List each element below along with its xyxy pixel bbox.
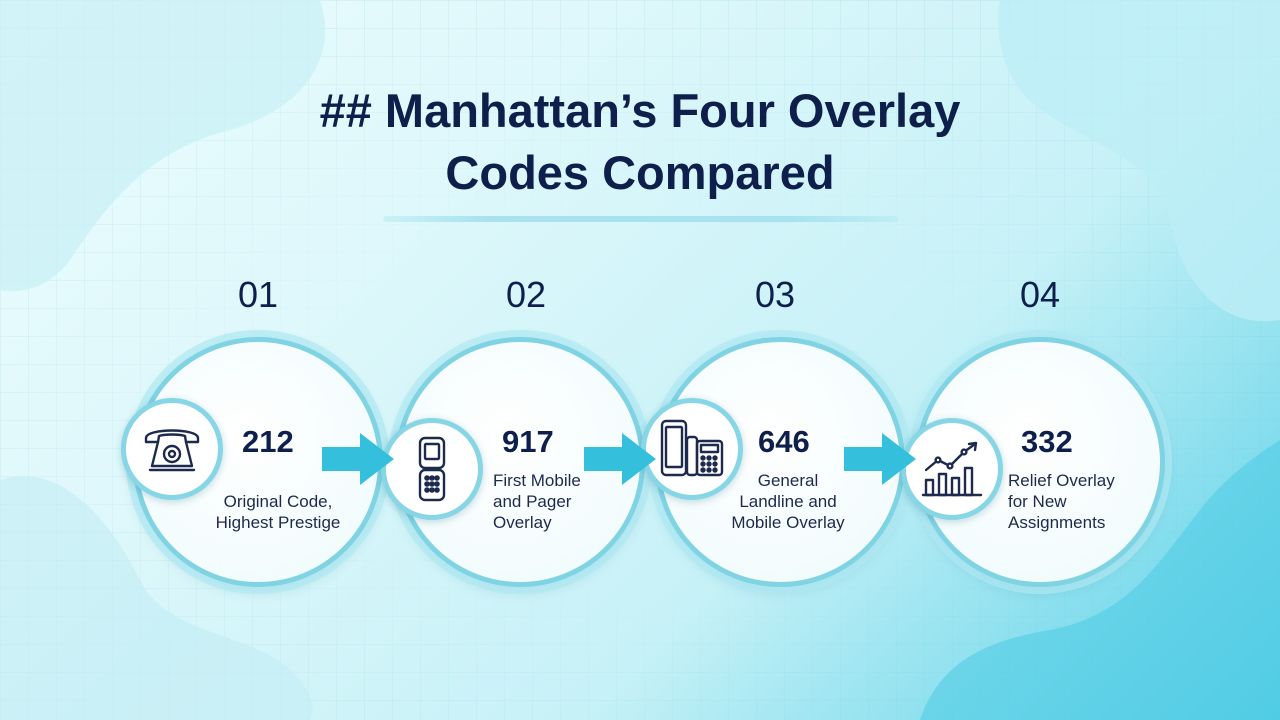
description-line: and Pager — [493, 492, 572, 511]
step-description-3: General Landline and Mobile Overlay — [718, 470, 858, 533]
step-badge-3 — [641, 398, 743, 500]
description-line: Highest Prestige — [215, 513, 341, 532]
step-badge-1 — [121, 398, 223, 500]
description-line: Mobile Overlay — [731, 513, 845, 532]
description-line: First Mobile — [493, 471, 581, 490]
right-arrow-icon — [844, 433, 916, 485]
step-description-1: Original Code, Highest Prestige — [198, 491, 358, 533]
description-line: for New — [1008, 492, 1067, 511]
flip-phone-icon — [418, 436, 446, 502]
description-line: Overlay — [493, 513, 552, 532]
description-line: Assignments — [1008, 513, 1106, 532]
right-arrow-icon — [584, 433, 656, 485]
description-line: Original Code, — [223, 492, 333, 511]
title-line-1: ## Manhattan’s Four Overlay — [319, 84, 961, 137]
area-code-212: 212 — [242, 424, 294, 459]
area-code-646: 646 — [758, 424, 810, 459]
title-line-2: Codes Compared — [445, 146, 835, 199]
step-badge-4 — [901, 418, 1003, 520]
background-blob-top-right — [998, 0, 1280, 322]
background-blob-bottom-left — [0, 476, 313, 720]
step-number-4: 04 — [1019, 274, 1061, 315]
step-number-1: 01 — [237, 274, 279, 315]
step-number-2: 02 — [505, 274, 547, 315]
rotary-telephone-icon — [144, 429, 200, 472]
description-line: Relief Overlay — [1008, 471, 1115, 490]
step-description-4: Relief Overlay for New Assignments — [1008, 470, 1143, 533]
step-badge-2 — [381, 418, 483, 520]
background-blob-top-left — [0, 0, 326, 292]
title-divider — [383, 216, 898, 222]
step-description-2: First Mobile and Pager Overlay — [493, 470, 613, 533]
step-number-3: 03 — [754, 274, 796, 315]
description-line: Landline and — [739, 492, 837, 511]
page-title: ## Manhattan’s Four Overlay Codes Compar… — [140, 80, 1140, 204]
phone-and-landline-icon — [660, 419, 724, 477]
background-blob-bottom-right — [920, 440, 1280, 720]
description-line: General — [757, 471, 819, 490]
area-code-332: 332 — [1021, 424, 1073, 459]
right-arrow-icon — [322, 433, 394, 485]
area-code-917: 917 — [502, 424, 554, 459]
growth-chart-icon — [921, 441, 983, 497]
